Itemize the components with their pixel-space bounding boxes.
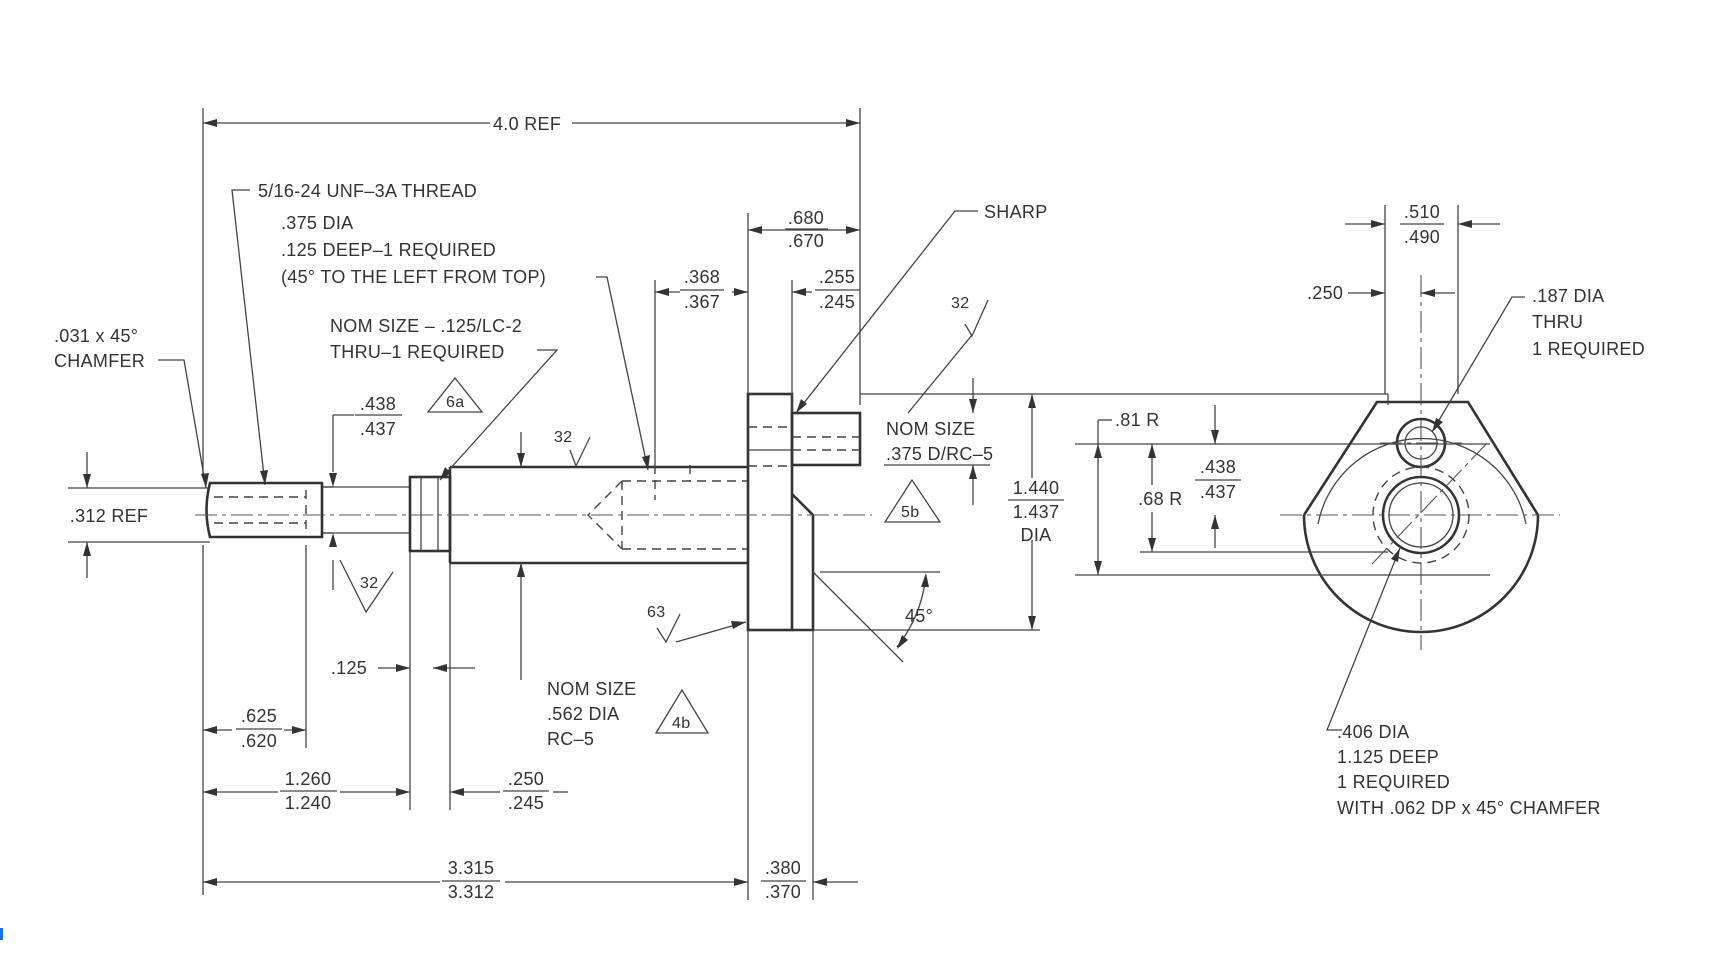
hole-187-line-3: 1 REQUIRED [1532,339,1645,359]
note-5b: 5b [901,504,919,521]
pin-nom-line-1: NOM SIZE [886,419,975,439]
chamfer-callout: .031 x 45° CHAMFER [54,326,145,371]
dim-245b: .245 [508,793,544,813]
dim-3312: 3.312 [448,882,495,902]
dim-510: .510 [1404,202,1440,222]
dim-1240: 1.240 [285,793,332,813]
hole-187-callout: .187 DIA THRU 1 REQUIRED [1532,286,1645,359]
dim-245a: .245 [819,292,855,312]
hole-nom-line-2: THRU–1 REQUIRED [330,342,505,362]
dim-250a: .250 [508,769,544,789]
shaft-nom-line-2: .562 DIA [547,704,619,724]
finish-32-neck: 32 [360,575,378,592]
dim-670: .670 [788,231,824,251]
window-edge-marker [0,928,3,940]
dim-dia: DIA [1021,525,1052,545]
dim-368: .368 [684,267,720,287]
shaft-outline [195,392,872,632]
surface-finish-symbols [339,299,989,644]
leader-lines [158,189,1525,731]
dim-367: .367 [684,292,720,312]
dim-680: .680 [788,208,824,228]
dim-490: .490 [1404,227,1440,247]
dim-312ref: .312 REF [70,506,148,526]
dim-81r: .81 R [1115,410,1160,430]
hole-187-line-1: .187 DIA [1532,286,1604,306]
thread-callout: 5/16-24 UNF–3A THREAD .375 DIA .125 DEEP… [258,181,546,287]
dim-380: .380 [765,858,801,878]
dim-1440: 1.440 [1013,478,1060,498]
note-triangles [426,376,942,734]
chamfer-line-1: .031 x 45° [54,326,138,346]
dim-620: .620 [241,731,277,751]
note-4b: 4b [672,715,690,732]
dim-255: .255 [819,267,855,287]
dim-370: .370 [765,882,801,902]
dim-625: .625 [241,706,277,726]
dim-437b: .437 [1200,482,1236,502]
dim-437a: .437 [360,419,396,439]
hole-406-line-2: 1.125 DEEP [1337,747,1439,767]
dim-438b: .438 [1200,457,1236,477]
shaft-nom-callout: NOM SIZE .562 DIA RC–5 [547,679,636,749]
thread-line-2: .375 DIA [281,213,353,233]
dim-438a: .438 [360,394,396,414]
thread-line-3: .125 DEEP–1 REQUIRED [281,240,496,260]
finish-63-flange: 63 [647,604,665,621]
hole-nom-callout: NOM SIZE – .125/LC-2 THRU–1 REQUIRED [330,316,522,362]
end-view [1280,275,1560,650]
thread-line-4: (45° TO THE LEFT FROM TOP) [281,267,546,287]
dim-3315: 3.315 [448,858,495,878]
pin-nom-line-2: .375 D/RC–5 [886,444,993,464]
dim-250b: .250 [1307,283,1343,303]
hole-nom-line-1: NOM SIZE – .125/LC-2 [330,316,522,336]
shaft-nom-line-3: RC–5 [547,729,594,749]
dim-1437: 1.437 [1013,502,1060,522]
finish-32-pin: 32 [951,295,969,312]
hole-406-callout: .406 DIA 1.125 DEEP 1 REQUIRED WITH .062… [1337,722,1601,818]
pin-nom-callout: NOM SIZE .375 D/RC–5 [886,419,993,464]
dim-68r: .68 R [1138,489,1183,509]
angle-45: 45° [905,606,933,626]
sharp-label: SHARP [984,202,1048,222]
dim-1260: 1.260 [285,769,332,789]
hole-187-line-2: THRU [1532,312,1583,332]
note-6a: 6a [446,394,464,411]
chamfer-line-2: CHAMFER [54,351,145,371]
ref-length-label: 4.0 REF [493,114,561,134]
dimension-lines [68,108,1500,900]
hole-406-line-1: .406 DIA [1337,722,1409,742]
hole-406-line-3: 1 REQUIRED [1337,772,1450,792]
dim-125: .125 [331,658,367,678]
hole-406-line-4: WITH .062 DP x 45° CHAMFER [1337,798,1601,818]
finish-32-body: 32 [554,429,572,446]
thread-line-1: 5/16-24 UNF–3A THREAD [258,181,477,201]
dimension-values: .680 .670 .368 .367 .255 .245 .438 .437 … [70,202,1444,902]
shaft-nom-line-1: NOM SIZE [547,679,636,699]
